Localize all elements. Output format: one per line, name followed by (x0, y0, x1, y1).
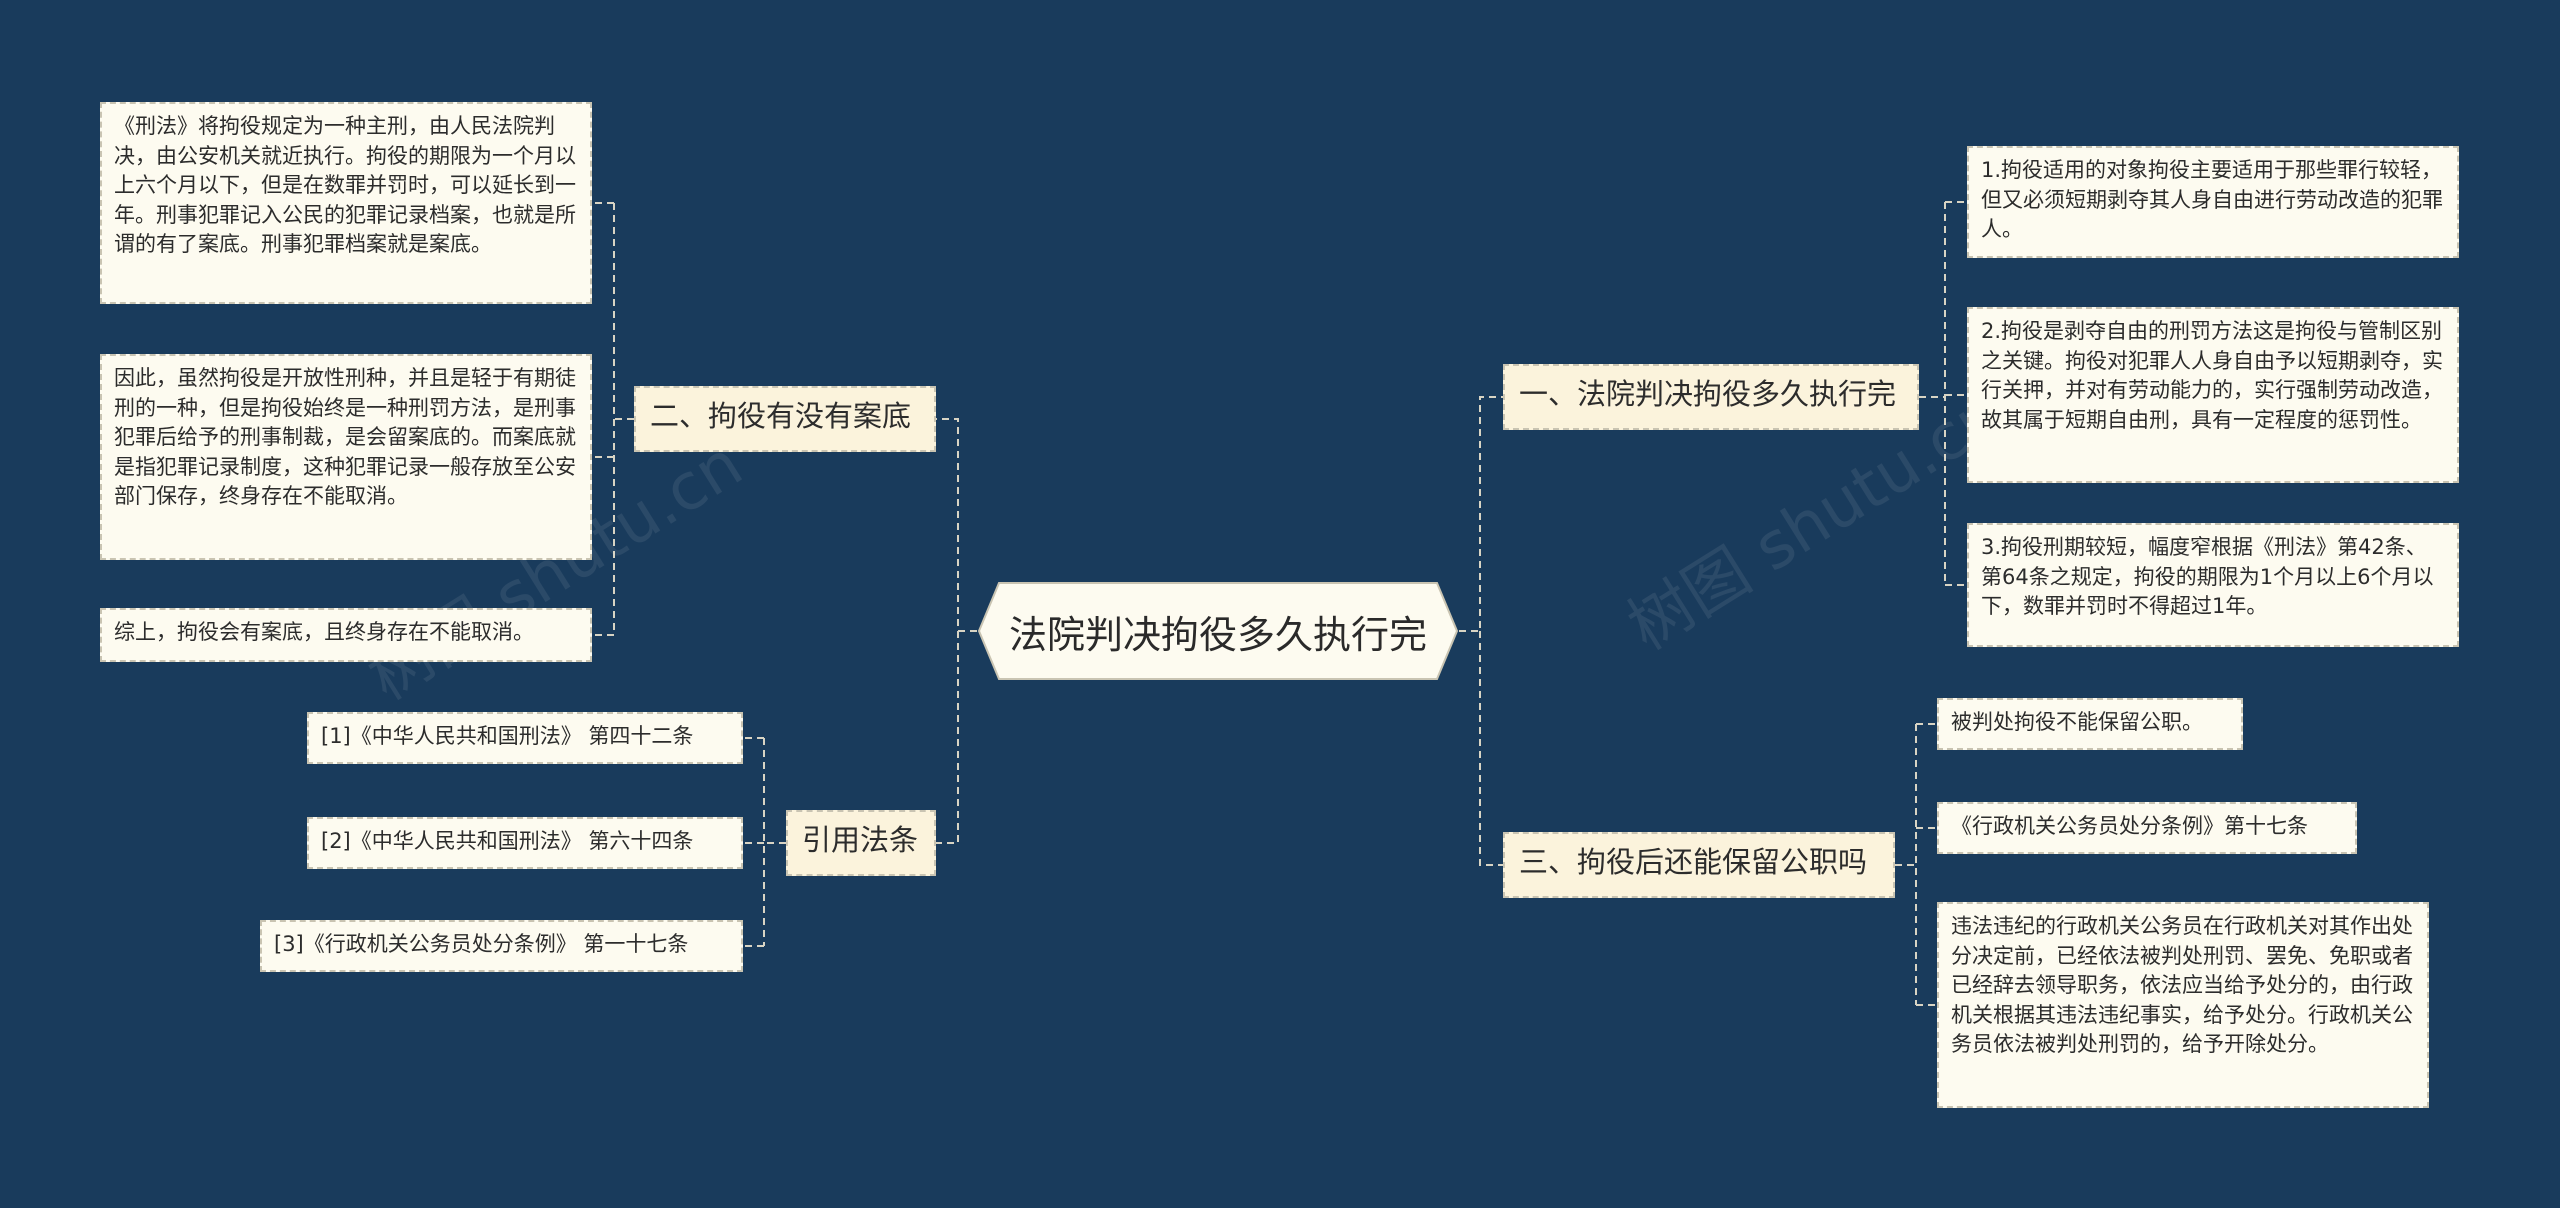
central-topic[interactable]: 法院判决拘役多久执行完 (977, 581, 1459, 681)
branch-execution-period[interactable]: 一、法院判决拘役多久执行完 (1503, 364, 1919, 430)
leaf-record-2[interactable]: 因此，虽然拘役是开放性刑种，并且是轻于有期徒刑的一种，但是拘役始终是一种刑罚方法… (100, 354, 592, 560)
central-topic-shape (977, 582, 1459, 680)
leaf-record-3[interactable]: 综上，拘役会有案底，且终身存在不能取消。 (100, 608, 592, 662)
branch-cited-laws[interactable]: 引用法条 (786, 810, 936, 876)
leaf-law-1[interactable]: [1]《中华人民共和国刑法》 第四十二条 (307, 712, 743, 764)
leaf-period-1[interactable]: 1.拘役适用的对象拘役主要适用于那些罪行较轻，但又必须短期剥夺其人身自由进行劳动… (1967, 146, 2459, 258)
connector-center-left-bottom (936, 631, 959, 844)
branch-public-office[interactable]: 三、拘役后还能保留公职吗 (1503, 832, 1895, 898)
leaf-law-3[interactable]: [3]《行政机关公务员处分条例》 第一十七条 (260, 920, 743, 972)
connector-center-right-top (1459, 396, 1503, 632)
leaf-period-2[interactable]: 2.拘役是剥夺自由的刑罚方法这是拘役与管制区别之关键。拘役对犯罪人人身自由予以短… (1967, 307, 2459, 483)
branch-criminal-record[interactable]: 二、拘役有没有案底 (634, 386, 936, 452)
leaf-office-2[interactable]: 《行政机关公务员处分条例》第十七条 (1937, 802, 2357, 854)
leaf-office-1[interactable]: 被判处拘役不能保留公职。 (1937, 698, 2243, 750)
connector-center-right-bottom (1479, 631, 1503, 866)
leaf-period-3[interactable]: 3.拘役刑期较短，幅度窄根据《刑法》第42条、第64条之规定，拘役的期限为1个月… (1967, 523, 2459, 647)
leaf-law-2[interactable]: [2]《中华人民共和国刑法》 第六十四条 (307, 817, 743, 869)
connector-center-left-top (936, 418, 977, 632)
leaf-record-1[interactable]: 《刑法》将拘役规定为一种主刑，由人民法院判决，由公安机关就近执行。拘役的期限为一… (100, 102, 592, 304)
central-topic-label: 法院判决拘役多久执行完 (1008, 612, 1427, 657)
leaf-office-3[interactable]: 违法违纪的行政机关公务员在行政机关对其作出处分决定前，已经依法被判处刑罚、罢免、… (1937, 902, 2429, 1108)
